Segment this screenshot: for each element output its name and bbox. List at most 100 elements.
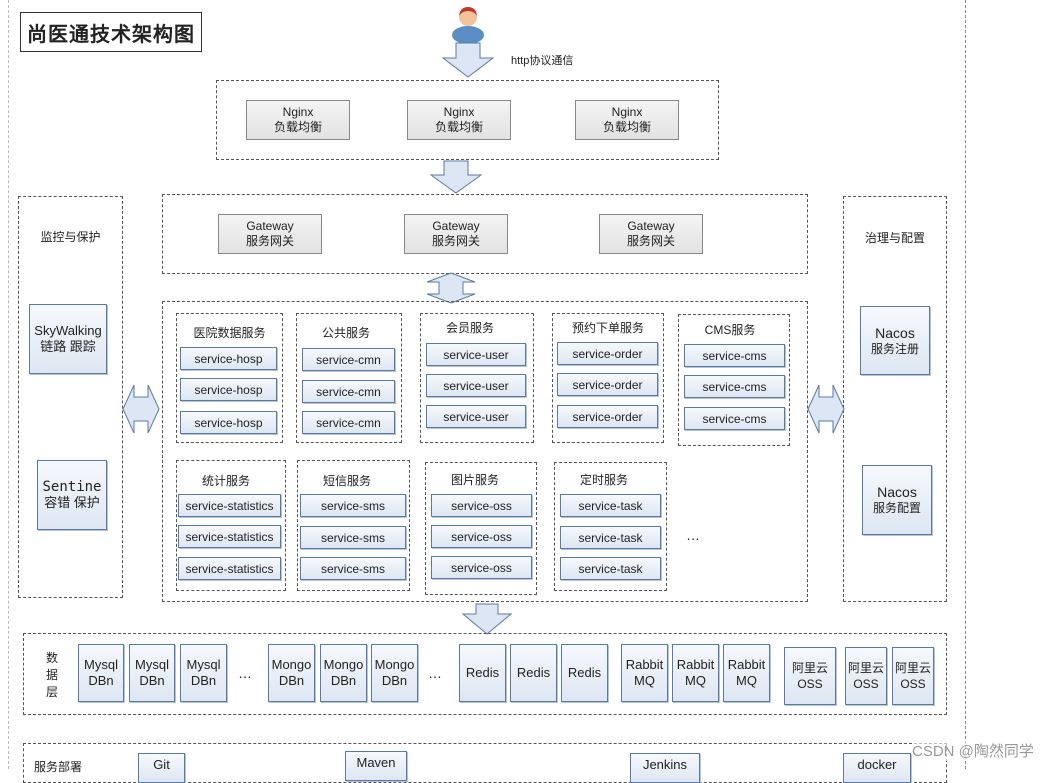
deploy-label: 服务部署 bbox=[34, 760, 83, 774]
group-label: 定时服务 bbox=[579, 473, 628, 487]
service-box: service-sms bbox=[300, 494, 406, 517]
arrow-down-icon bbox=[430, 160, 482, 194]
service-box: service-cmn bbox=[302, 348, 395, 371]
service-box: service-hosp bbox=[180, 378, 277, 401]
service-group bbox=[176, 460, 286, 591]
service-box: service-order bbox=[557, 342, 658, 365]
arrow-leftright-icon bbox=[122, 384, 160, 434]
group-label: 公共服务 bbox=[321, 326, 370, 340]
service-box: service-task bbox=[560, 494, 661, 517]
redis-box: Redis bbox=[459, 644, 506, 702]
service-box: service-sms bbox=[300, 557, 406, 580]
arrow-down-icon bbox=[442, 42, 494, 78]
service-box: service-task bbox=[560, 557, 661, 580]
maven-box: Maven bbox=[345, 751, 407, 781]
monitor-panel bbox=[18, 196, 123, 598]
service-box: service-user bbox=[426, 374, 526, 397]
service-box: service-oss bbox=[431, 525, 532, 548]
docker-box: docker bbox=[843, 753, 911, 783]
data-ellipsis: … bbox=[238, 665, 254, 681]
group-label: 统计服务 bbox=[201, 474, 250, 488]
service-box: service-hosp bbox=[180, 411, 277, 434]
skywalking-desc: 链路 跟踪 bbox=[40, 339, 96, 354]
arrow-updown-icon bbox=[426, 272, 476, 304]
service-box: service-cmn bbox=[302, 411, 395, 434]
arrow-leftright-icon bbox=[807, 384, 845, 434]
nacos-name: Nacos bbox=[877, 484, 917, 500]
gateway-desc: 服务网关 bbox=[431, 234, 480, 248]
nginx-desc: 负载均衡 bbox=[273, 120, 322, 134]
gateway-name: Gateway bbox=[627, 219, 675, 233]
service-group bbox=[420, 313, 534, 443]
service-group bbox=[554, 462, 667, 591]
service-box: service-cms bbox=[684, 375, 785, 398]
service-box: service-hosp bbox=[180, 347, 277, 370]
group-label: 医院数据服务 bbox=[193, 326, 266, 340]
service-group bbox=[296, 313, 402, 443]
service-group bbox=[425, 462, 537, 595]
nacos-desc: 服务注册 bbox=[870, 341, 919, 356]
user-icon bbox=[448, 4, 488, 44]
diagram-title: 尚医通技术架构图 bbox=[20, 12, 202, 52]
data-layer-label: 数 据 层 bbox=[45, 651, 58, 699]
service-box: service-cms bbox=[684, 407, 785, 430]
group-label: CMS服务 bbox=[704, 323, 756, 337]
gateway-name: Gateway bbox=[432, 219, 480, 233]
protocol-label: http协议通信 bbox=[511, 55, 574, 67]
service-box: service-task bbox=[560, 526, 661, 549]
service-box: service-oss bbox=[431, 556, 532, 579]
data-ellipsis: … bbox=[428, 665, 444, 681]
service-group bbox=[678, 314, 790, 446]
service-box: service-sms bbox=[300, 526, 406, 549]
group-label: 会员服务 bbox=[445, 321, 494, 335]
nacos-config-box: Nacos 服务配置 bbox=[862, 465, 932, 535]
group-label: 图片服务 bbox=[450, 473, 499, 487]
redis-box: Redis bbox=[510, 644, 557, 702]
nginx-desc: 负载均衡 bbox=[602, 120, 651, 134]
service-box: service-cmn bbox=[302, 380, 395, 403]
service-box: service-statistics bbox=[178, 494, 281, 517]
nacos-registry-box: Nacos 服务注册 bbox=[860, 306, 930, 375]
service-group bbox=[552, 313, 664, 443]
services-layer bbox=[162, 301, 808, 602]
redis-box: Redis bbox=[561, 644, 608, 702]
left-border-line bbox=[8, 0, 9, 769]
git-box: Git bbox=[138, 753, 185, 783]
service-box: service-user bbox=[426, 343, 526, 366]
right-border-line bbox=[965, 0, 966, 769]
service-box: service-order bbox=[557, 405, 658, 428]
nacos-name: Nacos bbox=[875, 324, 915, 341]
gateway-layer bbox=[162, 194, 808, 274]
service-box: service-user bbox=[426, 405, 526, 428]
gateway-desc: 服务网关 bbox=[626, 234, 675, 248]
nginx-desc: 负载均衡 bbox=[434, 120, 483, 134]
watermark: CSDN @陶然同学 bbox=[912, 740, 1034, 761]
data-layer bbox=[23, 633, 947, 715]
jenkins-box: Jenkins bbox=[630, 753, 700, 783]
service-box: service-oss bbox=[431, 494, 532, 517]
nginx-name: Nginx bbox=[611, 105, 643, 119]
service-box: service-statistics bbox=[178, 525, 281, 548]
service-group bbox=[297, 460, 410, 591]
arrow-down-icon bbox=[462, 603, 512, 635]
nginx-name: Nginx bbox=[282, 105, 314, 119]
sentinel-desc: 容错 保护 bbox=[44, 495, 100, 510]
governance-label: 治理与配置 bbox=[864, 231, 925, 245]
group-label: 短信服务 bbox=[322, 474, 371, 488]
service-box: service-cms bbox=[684, 344, 785, 367]
